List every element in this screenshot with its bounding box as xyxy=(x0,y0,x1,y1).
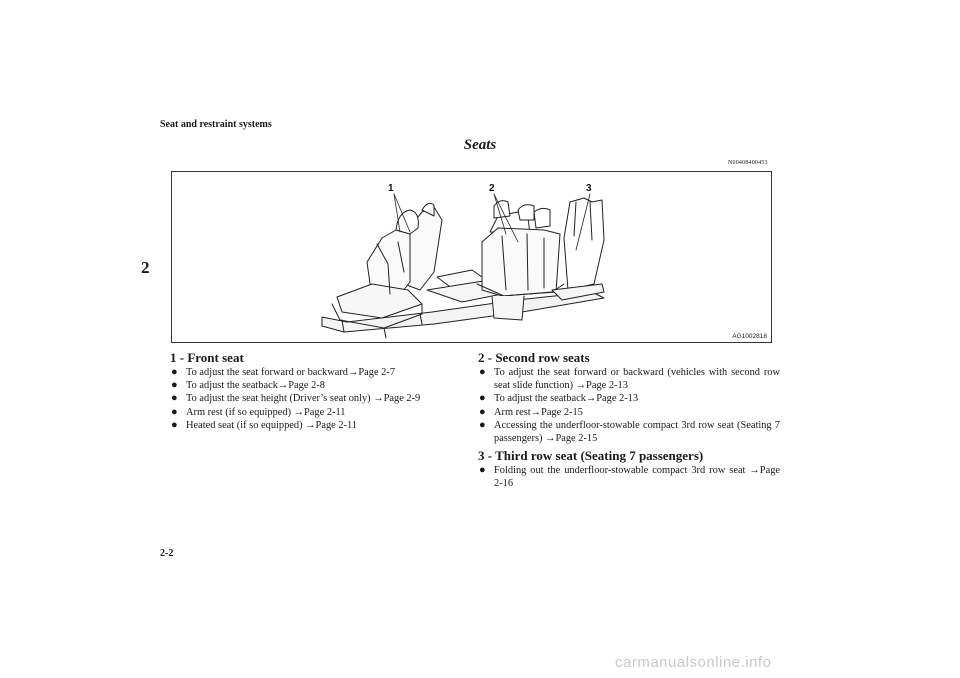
seats-drawing: 1 2 3 xyxy=(321,183,605,339)
bullet-icon: ● xyxy=(171,392,178,405)
list-item: ●Arm rest (if so equipped) →Page 2-11 xyxy=(171,405,346,418)
list-item: ●To adjust the seatback→Page 2-8 xyxy=(171,379,325,392)
list-item: ●To adjust the seat height (Driver’s sea… xyxy=(171,392,421,405)
bullet-icon: ● xyxy=(479,366,486,378)
section-heading-second-row: 2 - Second row seats xyxy=(478,350,590,365)
document-code: N00408400453 xyxy=(728,160,768,166)
right-column: 2 - Second row seats ●To adjust the seat… xyxy=(478,350,780,491)
page-number: 2-2 xyxy=(160,548,174,559)
bullet-icon: ● xyxy=(479,464,486,477)
section-heading-third-row: 3 - Third row seat (Seating 7 passengers… xyxy=(478,448,704,464)
list-item: ●Arm rest→Page 2-15 xyxy=(479,405,583,418)
bullet-icon: ● xyxy=(171,366,178,378)
page-title: Seats xyxy=(463,137,497,153)
second-row-list: ●To adjust the seat forward or backward … xyxy=(478,366,780,445)
list-item: ●To adjust the seat forward or backward→… xyxy=(171,366,396,378)
seats-illustration: 1 2 3 AG1002818 xyxy=(171,171,772,343)
callout-2: 2 xyxy=(489,183,495,194)
bullet-icon: ● xyxy=(479,392,486,405)
watermark-text: carmanualsonline.info xyxy=(615,654,772,671)
list-item: ●Accessing the underfloor-stowable compa… xyxy=(479,418,780,445)
list-item: ●To adjust the seat forward or backward … xyxy=(479,366,780,392)
list-item: ●Heated seat (if so equipped) →Page 2-11 xyxy=(171,418,358,431)
list-item: ●Folding out the underfloor-stowable com… xyxy=(479,464,780,490)
bullet-icon: ● xyxy=(479,405,486,418)
chapter-number: 2 xyxy=(141,258,150,277)
callout-3: 3 xyxy=(586,183,592,194)
front-seat-list: ●To adjust the seat forward or backward→… xyxy=(170,366,472,432)
list-item: ●To adjust the seatback→Page 2-13 xyxy=(479,392,639,405)
bullet-icon: ● xyxy=(479,418,486,431)
left-column: 1 - Front seat ●To adjust the seat forwa… xyxy=(170,350,472,432)
figure-code: AG1002818 xyxy=(732,333,767,340)
bullet-icon: ● xyxy=(171,405,178,418)
bullet-icon: ● xyxy=(171,418,178,431)
callout-1: 1 xyxy=(388,183,394,194)
section-header: Seat and restraint systems xyxy=(160,119,272,130)
bullet-icon: ● xyxy=(171,379,178,392)
section-heading-front-seat: 1 - Front seat xyxy=(170,350,244,365)
third-row-list: ●Folding out the underfloor-stowable com… xyxy=(478,464,780,490)
